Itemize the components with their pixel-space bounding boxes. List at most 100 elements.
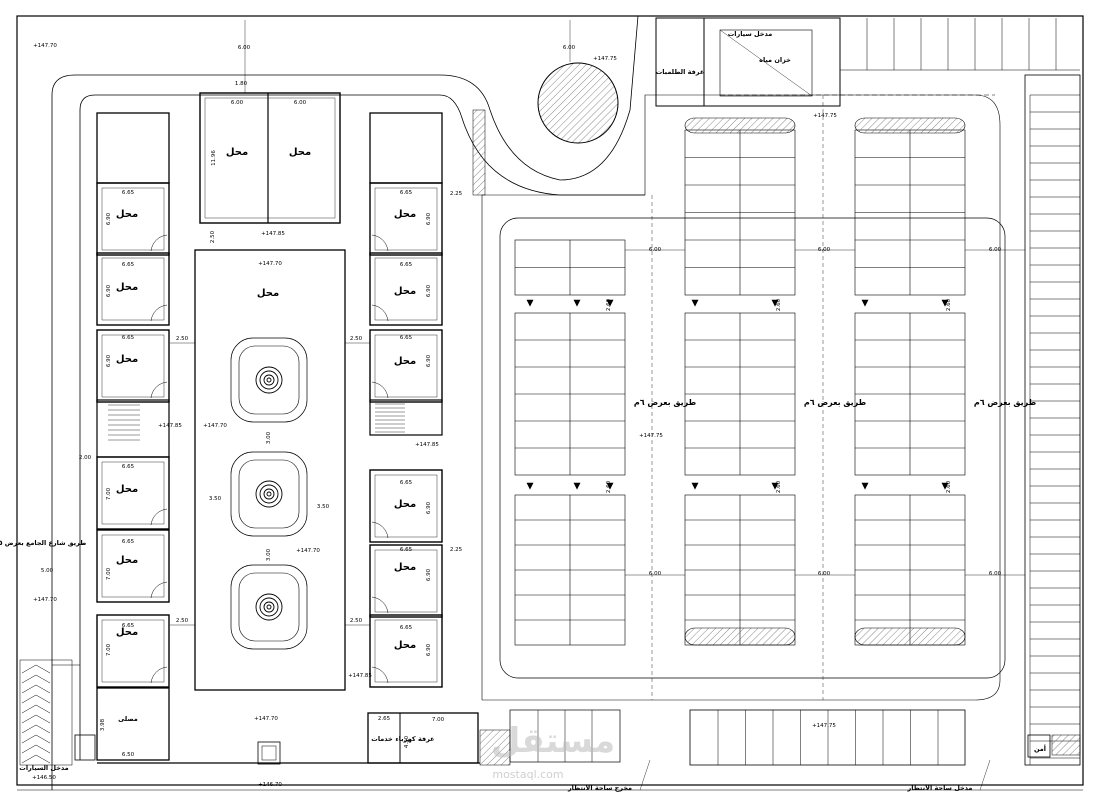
level-mark: +147.75 [813,113,837,119]
gate-room-label: أمن [1034,744,1046,753]
shop-unit [96,529,170,603]
street-road-label: طريق شارع الجامع بعرض ٥م [0,539,86,547]
shop-label: محل [116,484,138,495]
level-mark: +147.70 [203,423,227,429]
dimension-label: 6.90 [426,212,432,225]
restroom-block [369,112,443,184]
shop-label: محل [116,354,138,365]
shop-unit [96,252,170,326]
shop-label: محل [394,286,416,297]
dimension-label: 6.90 [426,284,432,297]
dimension-label: 2.60 [606,298,612,311]
flow-arrow-icon [691,299,699,307]
flow-arrow-icon [573,299,581,307]
dimension-label: 3.50 [209,496,222,502]
dimension-label: 6.00 [231,100,244,106]
shop-label: محل [257,288,279,299]
dimension-label: 7.00 [106,643,112,656]
shop-unit [369,544,443,618]
shop-label: محل [394,209,416,220]
level-mark: +147.85 [415,442,439,448]
perimeter-road-inner [79,94,645,760]
shop-label: محل [116,627,138,638]
central-courtyard [194,249,346,691]
roundabout [537,62,619,144]
dimension-label: 6.65 [122,262,135,268]
dimension-label: 2.60 [776,480,782,493]
level-mark: +147.75 [812,723,836,729]
dimension-label: 2.60 [606,480,612,493]
guard-room [74,734,96,761]
flow-arrow-icon [861,482,869,490]
road-label: طريق بعرض ٦م [804,398,866,408]
dimension-label: 6.90 [106,284,112,297]
flow-arrow-icon [861,299,869,307]
dimension-label: 6.65 [400,335,413,341]
shop-unit [96,614,170,688]
bottom-parking-strip [689,709,966,766]
planter [854,627,966,646]
dimension-label: 6.90 [106,354,112,367]
dimension-label: 6.65 [122,190,135,196]
parking-yard-outline [481,94,1001,701]
dimension-label: 2.50 [350,618,363,624]
dimension-label: 3.00 [266,548,272,561]
flow-arrow-icon [941,482,949,490]
pump-room [655,17,705,107]
dimension-label: 6.90 [426,568,432,581]
shop-label: محل [116,282,138,293]
flow-arrow-icon [606,299,614,307]
shop-label: محل [394,499,416,510]
shop-label: محل [226,147,248,158]
watermark-site: mostaql.com [492,768,563,781]
level-mark: +147.75 [593,56,617,62]
planter [854,117,966,134]
shop-unit [369,614,443,688]
watermark-brand: مستقل [491,721,615,761]
shop-label: محل [394,562,416,573]
dimension-label: 6.65 [122,539,135,545]
level-mark: +146.70 [258,782,282,788]
dimension-label: 6.00 [989,247,1002,253]
level-mark: +147.75 [639,433,663,439]
dimension-label: 6.00 [649,247,662,253]
dimension-label: 7.00 [432,717,445,723]
level-mark: +147.70 [258,261,282,267]
services-label: خدمات [371,735,393,743]
planter [684,117,796,134]
dimension-label: 5.00 [41,568,54,574]
dimension-label: 2.25 [450,191,463,197]
level-mark: +147.70 [254,716,278,722]
dimension-label: 3.98 [100,718,106,731]
stair-block [369,399,443,436]
dimension-label: 6.65 [400,190,413,196]
planter [684,627,796,646]
restroom-block [96,112,170,184]
dimension-label: 6.65 [400,480,413,486]
level-mark: +147.85 [158,423,182,429]
fountain [230,337,308,423]
dimension-label: 6.90 [426,643,432,656]
shop-label: محل [394,640,416,651]
dimension-label: 7.00 [106,487,112,500]
shop-label: محل [116,555,138,566]
dimension-label: 1.80 [235,81,248,87]
flow-arrow-icon [606,482,614,490]
dimension-label: 6.00 [989,571,1002,577]
flow-arrow-icon [691,482,699,490]
perimeter-road-outer [51,15,639,790]
dimension-label: 6.00 [818,247,831,253]
dimension-label: 2.60 [776,298,782,311]
waiting-entrance-label: مدخل ساحة الانتظار [907,784,973,792]
dimension-label: 2.50 [350,336,363,342]
shop-unit [369,252,443,326]
dimension-label: 6.00 [818,571,831,577]
dimension-label: 11.96 [211,150,217,166]
flow-arrow-icon [771,482,779,490]
dimension-label: 6.65 [400,547,413,553]
stair-block [96,399,170,458]
dimension-label: 2.65 [378,716,391,722]
level-mark: +147.70 [33,597,57,603]
shop-unit [369,329,443,403]
pump-room-label: غرفة الطلمبات [656,68,705,76]
